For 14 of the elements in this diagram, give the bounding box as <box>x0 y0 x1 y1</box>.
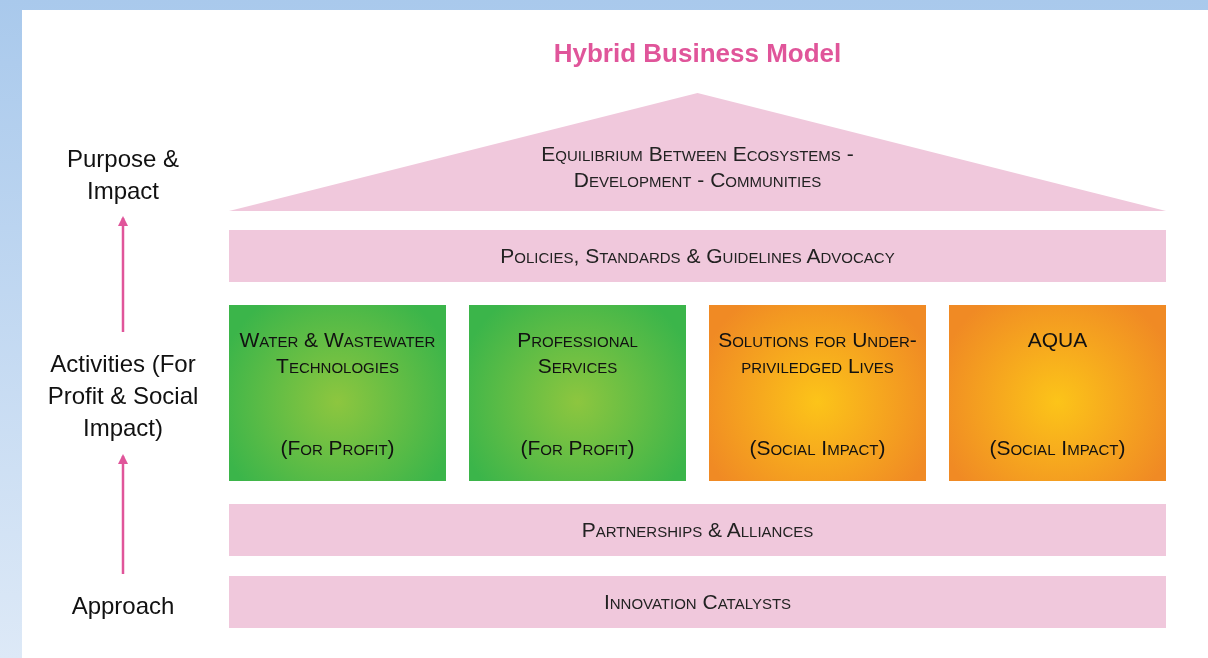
pillar-band: Partnerships & Alliances <box>229 504 1166 556</box>
activity-box: Professional Services (For Profit) <box>469 305 686 481</box>
activity-box: AQUA (Social Impact) <box>949 305 1166 481</box>
arrow <box>118 216 128 332</box>
stage-label: Approach <box>71 591 175 621</box>
stage-label: Purpose & Impact <box>65 144 181 206</box>
stage-label: Activities (For Profit & Social Impact) <box>46 349 200 443</box>
diagram-title: Hybrid Business Model <box>553 37 842 70</box>
pillar-band: Policies, Standards & Guidelines Advocacy <box>229 230 1166 282</box>
activity-box: Water & Wastewater Technologies (For Profit) <box>229 305 446 481</box>
activity-box: Solutions for Under-priviledged Lives (Social Impact) <box>709 305 926 481</box>
arrow <box>118 454 128 574</box>
roof-text: Equilibrium Between Ecosystems - Development - Communities <box>540 141 855 193</box>
pillar-band: Innovation Catalysts <box>229 576 1166 628</box>
